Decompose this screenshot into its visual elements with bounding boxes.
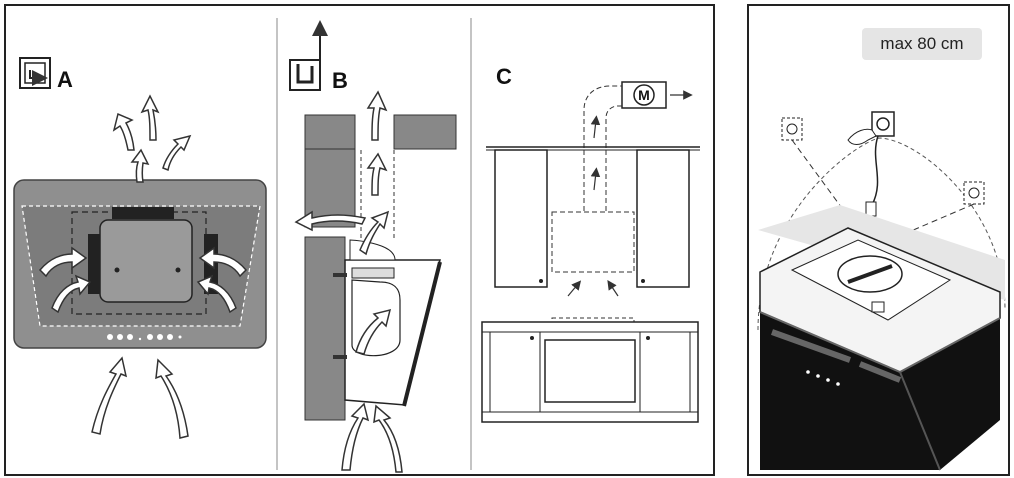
top-vent [112,207,174,219]
socket-top [871,111,895,137]
panel-c: C M [481,64,700,423]
hand [847,128,877,145]
panel-b: B [289,20,457,473]
hidden-hood [551,211,635,273]
hood-controls [806,370,840,386]
lower-cabinets [481,321,699,423]
duct-arrows [294,90,403,473]
wall [304,236,346,421]
intake-arrows [38,246,248,314]
right-frame [747,4,1010,476]
oven [544,339,636,403]
motor-cover [99,219,193,303]
left-frame [4,4,715,476]
cabinet-left [494,149,548,288]
control-buttons [107,334,182,341]
panel-c-label: C [496,64,512,89]
panel-a: A [13,57,267,439]
install-view [757,111,1006,471]
socket-left [781,117,803,141]
ceiling-right [393,114,457,150]
recirculation-icon [19,57,51,89]
panel-a-label: A [57,67,73,92]
cabinet-right [636,149,690,288]
outlet-arrows [112,94,192,183]
extraction-icon [289,20,328,91]
motor-label: M [638,87,650,103]
panel-b-label: B [332,68,348,93]
max-distance-badge: max 80 cm [862,28,982,60]
left-vent [88,234,102,294]
socket-right [963,181,985,205]
bottom-intake-arrows [91,356,189,439]
